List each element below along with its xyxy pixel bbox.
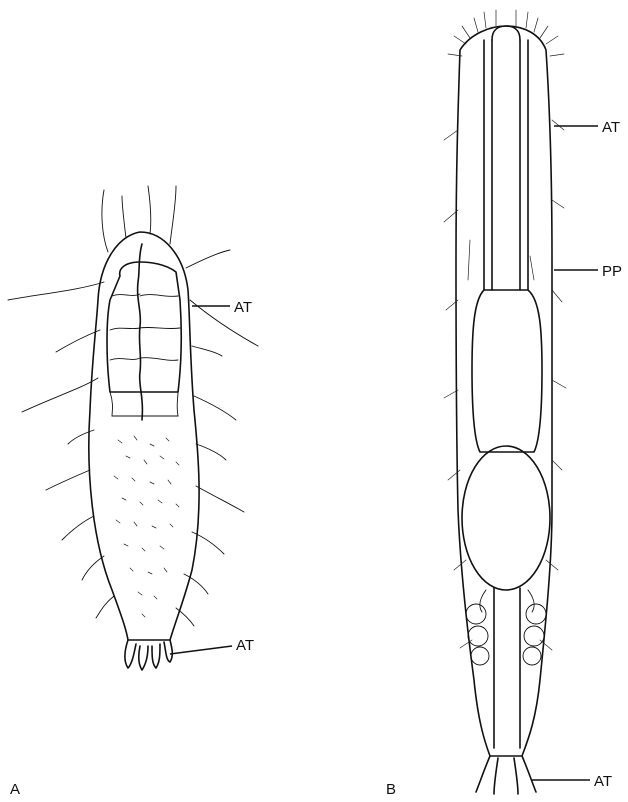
panel-b-midgut <box>472 290 542 452</box>
panel-a-stipple <box>114 436 179 617</box>
panel-a-posterior-lobes <box>125 640 172 670</box>
panel-a-suture <box>138 244 143 420</box>
panel-b-tail <box>476 756 536 794</box>
panel-b-body-outline <box>456 26 552 756</box>
panel-b-label-at-top: AT <box>602 119 620 136</box>
panel-b-gut-fore <box>484 40 528 290</box>
panel-b-hindgut <box>494 588 520 748</box>
panel-a-setae <box>8 186 258 626</box>
panel-b-head-cap <box>492 26 520 40</box>
panel-b-side-organs <box>466 590 546 665</box>
panel-a-body-outline <box>89 232 199 640</box>
panel-b-label-at-bottom: AT <box>594 773 612 790</box>
panel-a-label-at-top: AT <box>234 299 252 316</box>
panel-a-leader-bottom <box>170 646 232 654</box>
panel-b-label-pp: PP <box>602 263 622 280</box>
panel-b-head-setae <box>448 10 564 56</box>
panel-b-crop <box>462 446 550 590</box>
panel-a-label-at-bottom: AT <box>236 637 254 654</box>
panel-b-letter: B <box>386 781 396 798</box>
panel-b-drawing <box>444 10 598 794</box>
panel-a-letter: A <box>10 781 20 798</box>
panel-a-head-capsule <box>107 262 181 392</box>
panel-a-drawing <box>8 186 258 670</box>
panel-a-plates <box>110 294 180 416</box>
